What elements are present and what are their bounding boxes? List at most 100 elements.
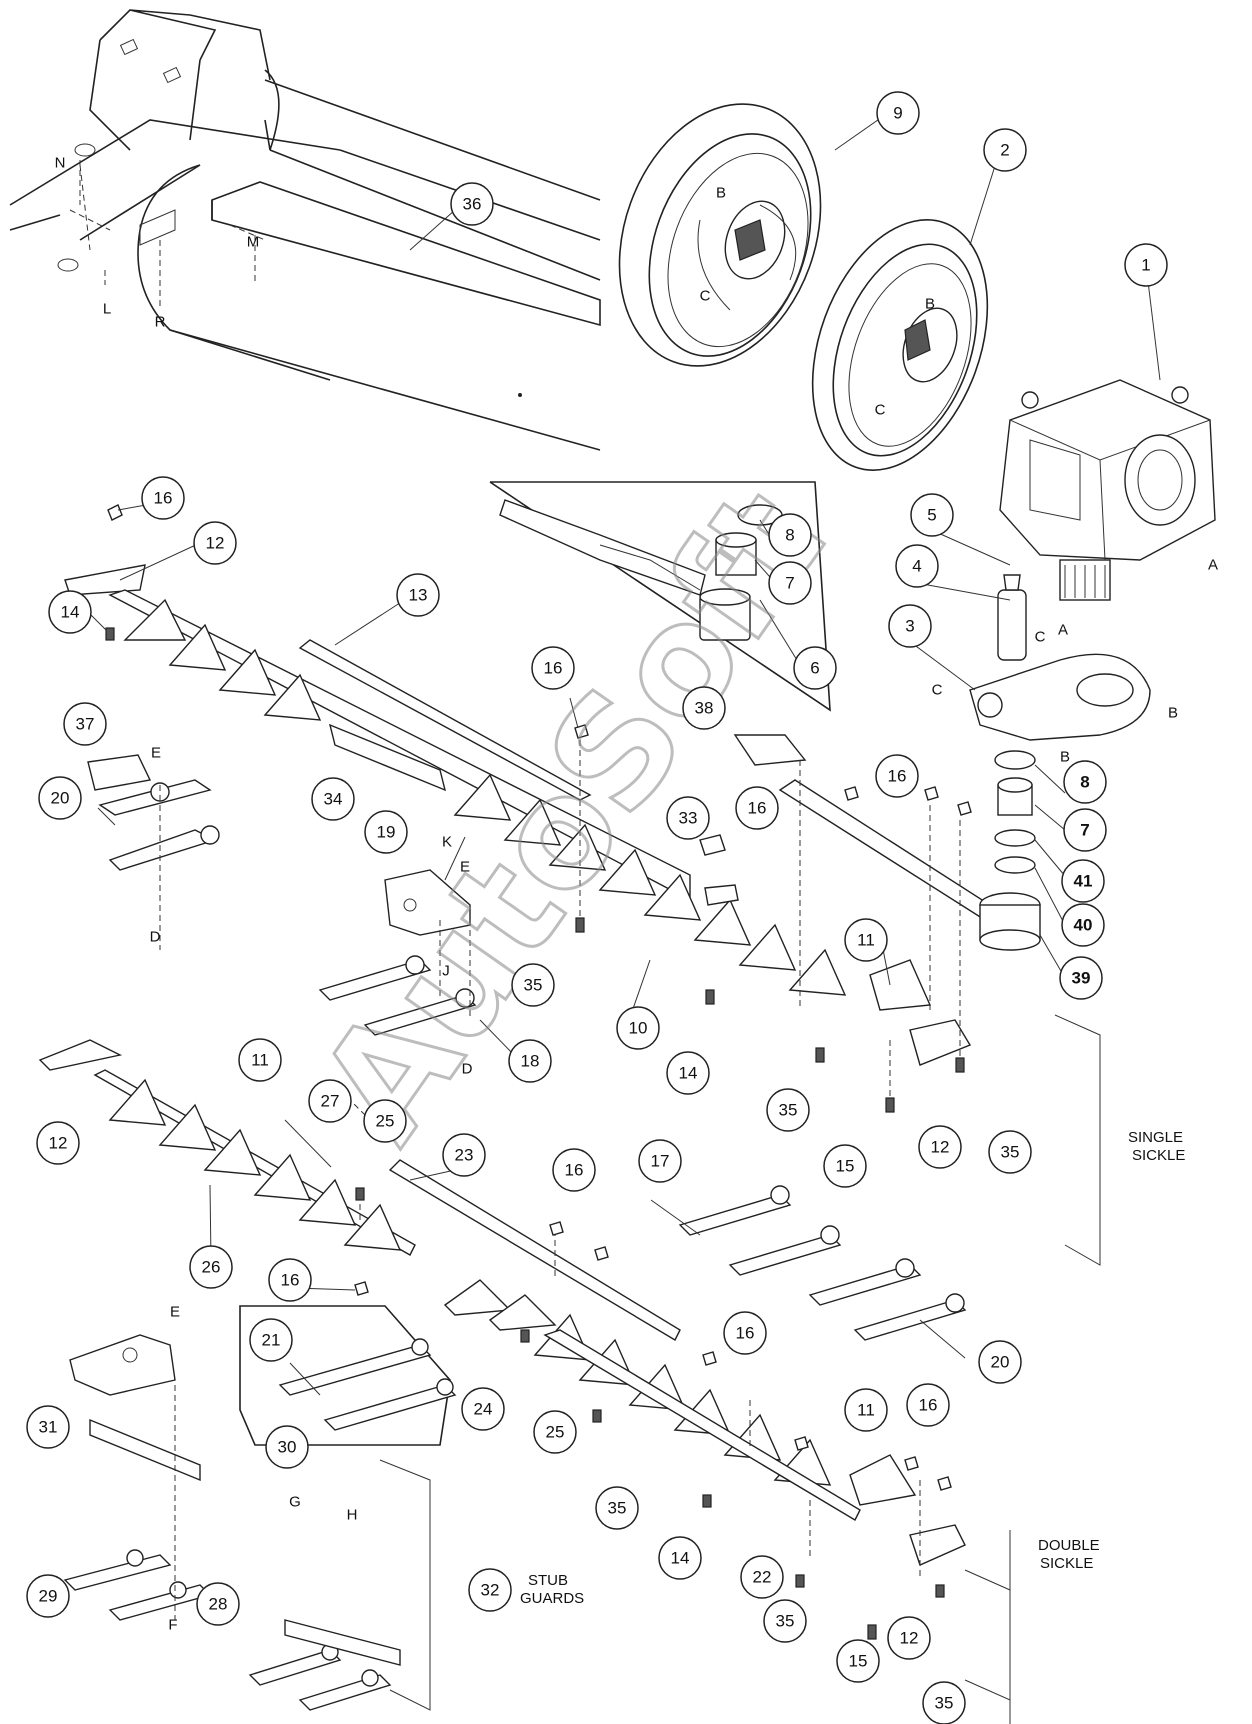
callout-35-number: 35: [524, 976, 543, 995]
callout-35-number: 35: [935, 1694, 954, 1713]
callout-16-number: 16: [565, 1161, 584, 1180]
callout-12-number: 12: [900, 1629, 919, 1648]
callout-16: 16: [531, 646, 575, 690]
letter-d: D: [462, 1061, 473, 1078]
callout-16-number: 16: [154, 489, 173, 508]
callout-7-bold-number: 7: [1080, 821, 1089, 840]
callout-16-number: 16: [748, 799, 767, 818]
wobble-arm: [969, 574, 1151, 741]
guard-21-inset: [239, 1305, 457, 1446]
callout-26: 26: [189, 1245, 233, 1289]
stub-guards-label-line-2: GUARDS: [520, 1590, 584, 1607]
letter-h: H: [347, 1507, 358, 1524]
callout-16: 16: [906, 1383, 950, 1427]
callout-31-number: 31: [39, 1418, 58, 1437]
callout-12: 12: [193, 521, 237, 565]
callout-28-number: 28: [209, 1595, 228, 1614]
callout-35: 35: [766, 1088, 810, 1132]
callout-10: 10: [616, 1006, 660, 1050]
callout-32-number: 32: [481, 1581, 500, 1600]
callout-14-number: 14: [671, 1549, 690, 1568]
letter-j: J: [442, 963, 450, 980]
letter-l: L: [103, 301, 111, 318]
callout-25-number: 25: [376, 1112, 395, 1131]
single-sickle-label-line-2: SICKLE: [1132, 1147, 1185, 1164]
callout-2-number: 2: [1000, 141, 1009, 160]
group-brackets: [379, 1014, 1101, 1724]
callout-35-number: 35: [779, 1101, 798, 1120]
guard-18: [318, 955, 477, 1036]
callout-7: 7: [768, 561, 812, 605]
letter-n: N: [55, 155, 66, 172]
letter-b: B: [716, 185, 726, 202]
callout-22-number: 22: [753, 1568, 772, 1587]
callout-18: 18: [508, 1039, 552, 1083]
callout-41-bold-number: 41: [1074, 872, 1093, 891]
plate-33: [704, 884, 739, 906]
callout-5: 5: [910, 493, 954, 537]
knife-section-upper: [64, 564, 972, 1066]
callout-12: 12: [918, 1125, 962, 1169]
callout-1-number: 1: [1141, 256, 1150, 275]
callout-36: 36: [450, 182, 494, 226]
callout-16-number: 16: [736, 1324, 755, 1343]
callout-35-number: 35: [608, 1499, 627, 1518]
double-sickle-bar: [388, 1159, 966, 1566]
callout-34: 34: [311, 777, 355, 821]
callout-35: 35: [511, 963, 555, 1007]
adapter-31: [69, 1334, 176, 1396]
callout-16: 16: [875, 754, 919, 798]
callout-7-number: 7: [785, 574, 794, 593]
callout-39-bold-number: 39: [1072, 969, 1091, 988]
callout-5-number: 5: [927, 506, 936, 525]
callout-30: 30: [265, 1425, 309, 1469]
callout-25: 25: [533, 1410, 577, 1454]
callout-16: 16: [268, 1258, 312, 1302]
callout-35: 35: [988, 1130, 1032, 1174]
letter-c: C: [932, 682, 943, 699]
callout-33: 33: [666, 796, 710, 840]
callout-36-number: 36: [463, 195, 482, 214]
letter-b: B: [925, 296, 935, 313]
callout-14: 14: [658, 1536, 702, 1580]
pulley-9: [618, 103, 822, 367]
callout-17: 17: [638, 1139, 682, 1183]
guard-17: [678, 1185, 842, 1276]
inset-drive-arm: [489, 481, 831, 712]
callout-16: 16: [723, 1311, 767, 1355]
letter-g: G: [289, 1494, 301, 1511]
callout-35: 35: [922, 1681, 966, 1724]
callout-6: 6: [793, 646, 837, 690]
callout-15: 15: [823, 1144, 867, 1188]
callout-23: 23: [442, 1133, 486, 1177]
callout-38-number: 38: [695, 699, 714, 718]
callout-14-number: 14: [61, 603, 80, 622]
letter-k: K: [442, 834, 452, 851]
callout-12-number: 12: [931, 1138, 950, 1157]
bearing-stack-right: [994, 750, 1036, 874]
guard-29: [63, 1549, 212, 1621]
callout-39-bold: 39: [1059, 956, 1103, 1000]
callout-27-number: 27: [321, 1092, 340, 1111]
callout-20: 20: [38, 776, 82, 820]
pulley-2: [811, 219, 989, 471]
callout-9: 9: [876, 91, 920, 135]
double-sickle-label-line-1: DOUBLE: [1038, 1537, 1100, 1554]
callout-20-number: 20: [991, 1353, 1010, 1372]
letter-c: C: [700, 288, 711, 305]
callout-24: 24: [461, 1387, 505, 1431]
callout-4: 4: [895, 544, 939, 588]
callout-38: 38: [682, 686, 726, 730]
callout-8-number: 8: [785, 526, 794, 545]
callouts: 9 2 1 36 16 12 14 8 7 6 5 4 3 13 16 38 3…: [26, 91, 1168, 1724]
knife-head-37: [87, 754, 152, 791]
callout-11: 11: [844, 918, 888, 962]
callout-34-number: 34: [324, 790, 343, 809]
callout-41-bold: 41: [1061, 859, 1105, 903]
callout-25-number: 25: [546, 1423, 565, 1442]
callout-20: 20: [978, 1340, 1022, 1384]
callout-11: 11: [238, 1038, 282, 1082]
callout-31: 31: [26, 1405, 70, 1449]
callout-19-number: 19: [377, 823, 396, 842]
letter-c: C: [875, 402, 886, 419]
